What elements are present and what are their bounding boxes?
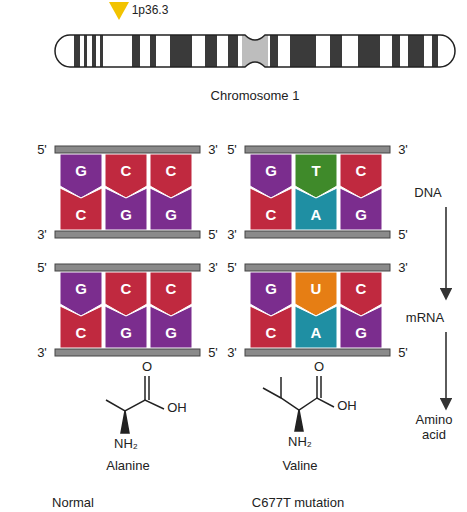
text-label: Valine	[282, 459, 317, 474]
text-label: 5'	[227, 261, 237, 276]
nucleotide-block: G	[340, 306, 382, 348]
base-letter: A	[311, 206, 322, 223]
valine-structure	[263, 376, 334, 431]
base-letter: C	[76, 206, 87, 223]
locus-pointer	[109, 2, 129, 20]
nucleotide-block: G	[105, 306, 147, 348]
text-label: 5'	[227, 143, 237, 158]
text-label: 1p36.3	[132, 4, 169, 18]
nucleotide-block: C	[60, 188, 102, 230]
text-label: 5'	[208, 228, 218, 243]
text-label: Normal	[52, 496, 94, 511]
nucleotide-block: C	[250, 188, 292, 230]
base-letter: C	[356, 280, 367, 297]
text-label: C677T mutation	[252, 496, 344, 511]
chromosome-outline	[55, 35, 455, 67]
base-letter: U	[311, 280, 322, 297]
base-letter: C	[266, 206, 277, 223]
base-letter: A	[311, 324, 322, 341]
chromosome-ideogram	[50, 30, 460, 72]
nucleotide-block: A	[295, 306, 337, 348]
base-letter: C	[121, 280, 132, 297]
nucleotide-block: G	[150, 188, 192, 230]
base-letter: C	[356, 162, 367, 179]
base-letter: G	[120, 324, 132, 341]
text-label: 3'	[208, 143, 218, 158]
text-label: O	[314, 360, 324, 375]
text-label: O	[142, 360, 152, 375]
base-letter: G	[165, 324, 177, 341]
base-letter: G	[265, 280, 277, 297]
base-letter: G	[75, 162, 87, 179]
strand-bars	[55, 146, 390, 356]
text-label: 3'	[398, 143, 408, 158]
base-letter: T	[311, 162, 320, 179]
base-letter: C	[76, 324, 87, 341]
text-label: 5'	[208, 346, 218, 361]
base-letter: C	[166, 162, 177, 179]
base-letter: C	[166, 280, 177, 297]
text-label: 3'	[37, 228, 47, 243]
text-label: Alanine	[106, 459, 149, 474]
base-letter: G	[120, 206, 132, 223]
base-letter: C	[121, 162, 132, 179]
text-label: NH₂	[114, 437, 138, 452]
base-letter: G	[355, 206, 367, 223]
nucleotide-block: C	[60, 306, 102, 348]
text-label: Chromosome 1	[211, 89, 300, 104]
base-letter: G	[355, 324, 367, 341]
text-label: DNA	[414, 186, 441, 201]
nucleotide-block: C	[250, 306, 292, 348]
text-label: NH₂	[288, 435, 312, 450]
text-label: mRNA	[406, 311, 444, 326]
nucleotide-block: A	[295, 188, 337, 230]
base-letter: G	[265, 162, 277, 179]
text-label: 5'	[398, 346, 408, 361]
base-letter: G	[75, 280, 87, 297]
text-label: Amino acid	[406, 413, 462, 443]
flow-arrow	[445, 207, 447, 298]
text-label: 5'	[37, 143, 47, 158]
text-label: 3'	[227, 228, 237, 243]
base-letter: C	[266, 324, 277, 341]
nucleotide-block: G	[105, 188, 147, 230]
text-label: 3'	[227, 346, 237, 361]
text-label: 3'	[37, 346, 47, 361]
base-letter: G	[165, 206, 177, 223]
alanine-structure	[106, 376, 164, 433]
nucleotide-block: G	[340, 188, 382, 230]
flow-arrow	[445, 332, 447, 408]
text-label: 5'	[398, 228, 408, 243]
text-label: 3'	[208, 261, 218, 276]
text-label: 3'	[398, 261, 408, 276]
text-label: 5'	[37, 261, 47, 276]
text-label: OH	[167, 401, 187, 416]
text-label: OH	[337, 399, 357, 414]
nucleotide-block: G	[150, 306, 192, 348]
